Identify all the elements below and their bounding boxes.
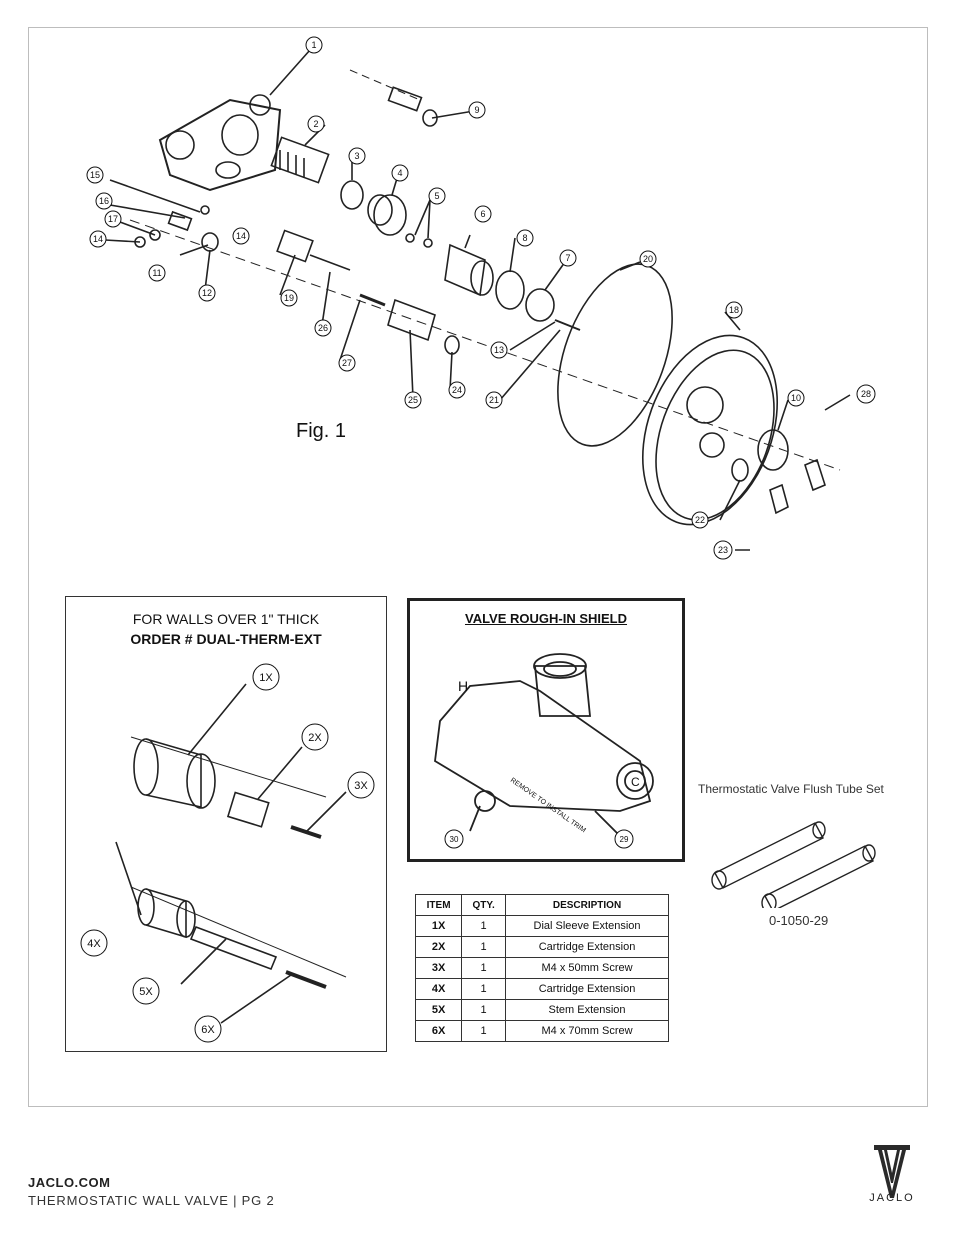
cell-qty: 1 — [461, 957, 507, 979]
extension-title: FOR WALLS OVER 1" THICK — [132, 611, 320, 627]
cell-description: Stem Extension — [505, 999, 669, 1021]
cell-description: M4 x 50mm Screw — [505, 957, 669, 979]
exploded-callout: 10 — [791, 393, 801, 403]
exploded-callout: 20 — [643, 254, 653, 264]
exploded-callout: 4 — [397, 168, 402, 178]
cell-item: 4X — [414, 978, 463, 1000]
header-item: ITEM — [414, 894, 463, 916]
figure-label: Fig. 1 — [296, 420, 347, 442]
exploded-callout: 14 — [93, 234, 103, 244]
rough-in-shield-panel: VALVE ROUGH-IN SHIELD H C REMOVE TO INST… — [407, 598, 685, 862]
cell-qty: 1 — [461, 999, 507, 1021]
exploded-callout: 2 — [313, 119, 318, 129]
shield-diagram: H C REMOVE TO INSTALL TRIM 30 29 — [434, 653, 654, 849]
jaclo-logo-icon — [874, 1145, 910, 1198]
exploded-callout: 7 — [565, 253, 570, 263]
table-header-row: ITEM QTY. DESCRIPTION — [414, 894, 669, 916]
callout-6x: 6X — [201, 1024, 215, 1036]
logo-wordmark: JACLO — [869, 1192, 915, 1204]
footer-page-title: THERMOSTATIC WALL VALVE | PG 2 — [28, 1193, 275, 1208]
callout-30: 30 — [450, 835, 459, 844]
callout-4x: 4X — [87, 938, 101, 950]
exploded-callout: 13 — [494, 345, 504, 355]
flush-tube-illustration — [711, 821, 876, 908]
page-frame — [28, 27, 928, 1107]
exploded-callout: 16 — [99, 196, 109, 206]
cell-item: 3X — [414, 957, 463, 979]
header-qty: QTY. — [461, 894, 507, 916]
exploded-callout: 18 — [729, 305, 739, 315]
flush-tube-title: Thermostatic Valve Flush Tube Set — [698, 782, 884, 796]
cell-qty: 1 — [461, 1020, 507, 1042]
cell-qty: 1 — [461, 936, 507, 958]
callout-5x: 5X — [139, 986, 153, 998]
cell-description: Cartridge Extension — [505, 936, 669, 958]
exploded-callout: 23 — [718, 545, 728, 555]
exploded-callout: 3 — [354, 151, 359, 161]
exploded-callout: 5 — [434, 191, 439, 201]
cell-item: 1X — [414, 915, 463, 937]
callout-29: 29 — [620, 835, 629, 844]
exploded-callout: 9 — [474, 105, 479, 115]
cell-description: M4 x 70mm Screw — [505, 1020, 669, 1042]
exploded-callout: 27 — [342, 358, 352, 368]
exploded-callout: 24 — [452, 385, 462, 395]
exploded-callout: 6 — [480, 209, 485, 219]
exploded-callout: 26 — [318, 323, 328, 333]
exploded-callout: 28 — [861, 389, 871, 399]
extension-order-number: ORDER # DUAL-THERM-EXT — [130, 631, 322, 647]
extension-kit-panel: FOR WALLS OVER 1" THICK ORDER # DUAL-THE… — [65, 596, 387, 1052]
exploded-callout: 8 — [522, 233, 527, 243]
flush-tube-part-number: 0-1050-29 — [769, 913, 829, 928]
extension-kit-diagram: 1X 2X 3X 4X 5X 6X — [80, 663, 375, 1043]
cell-description: Cartridge Extension — [505, 978, 669, 1000]
cell-item: 6X — [414, 1020, 463, 1042]
header-description: DESCRIPTION — [505, 894, 669, 916]
cell-item: 2X — [414, 936, 463, 958]
exploded-callout: 19 — [284, 293, 294, 303]
exploded-callout: 17 — [108, 214, 118, 224]
exploded-callout: 14 — [236, 231, 246, 241]
cell-qty: 1 — [461, 915, 507, 937]
exploded-callout: 12 — [202, 288, 212, 298]
exploded-callout: 11 — [152, 268, 161, 278]
callout-3x: 3X — [354, 780, 368, 792]
cold-marking: C — [631, 775, 640, 789]
cell-description: Dial Sleeve Extension — [505, 915, 669, 937]
cell-qty: 1 — [461, 978, 507, 1000]
exploded-callout: 15 — [90, 170, 100, 180]
callout-1x: 1X — [259, 672, 273, 684]
cell-item: 5X — [414, 999, 463, 1021]
exploded-callout: 1 — [311, 40, 316, 50]
footer-website: JACLO.COM — [28, 1175, 111, 1190]
shield-title: VALVE ROUGH-IN SHIELD — [464, 611, 628, 626]
exploded-callout: 21 — [489, 395, 499, 405]
callout-2x: 2X — [308, 732, 322, 744]
exploded-callout: 22 — [695, 515, 705, 525]
exploded-callout: 25 — [408, 395, 418, 405]
hot-marking: H — [458, 678, 468, 694]
